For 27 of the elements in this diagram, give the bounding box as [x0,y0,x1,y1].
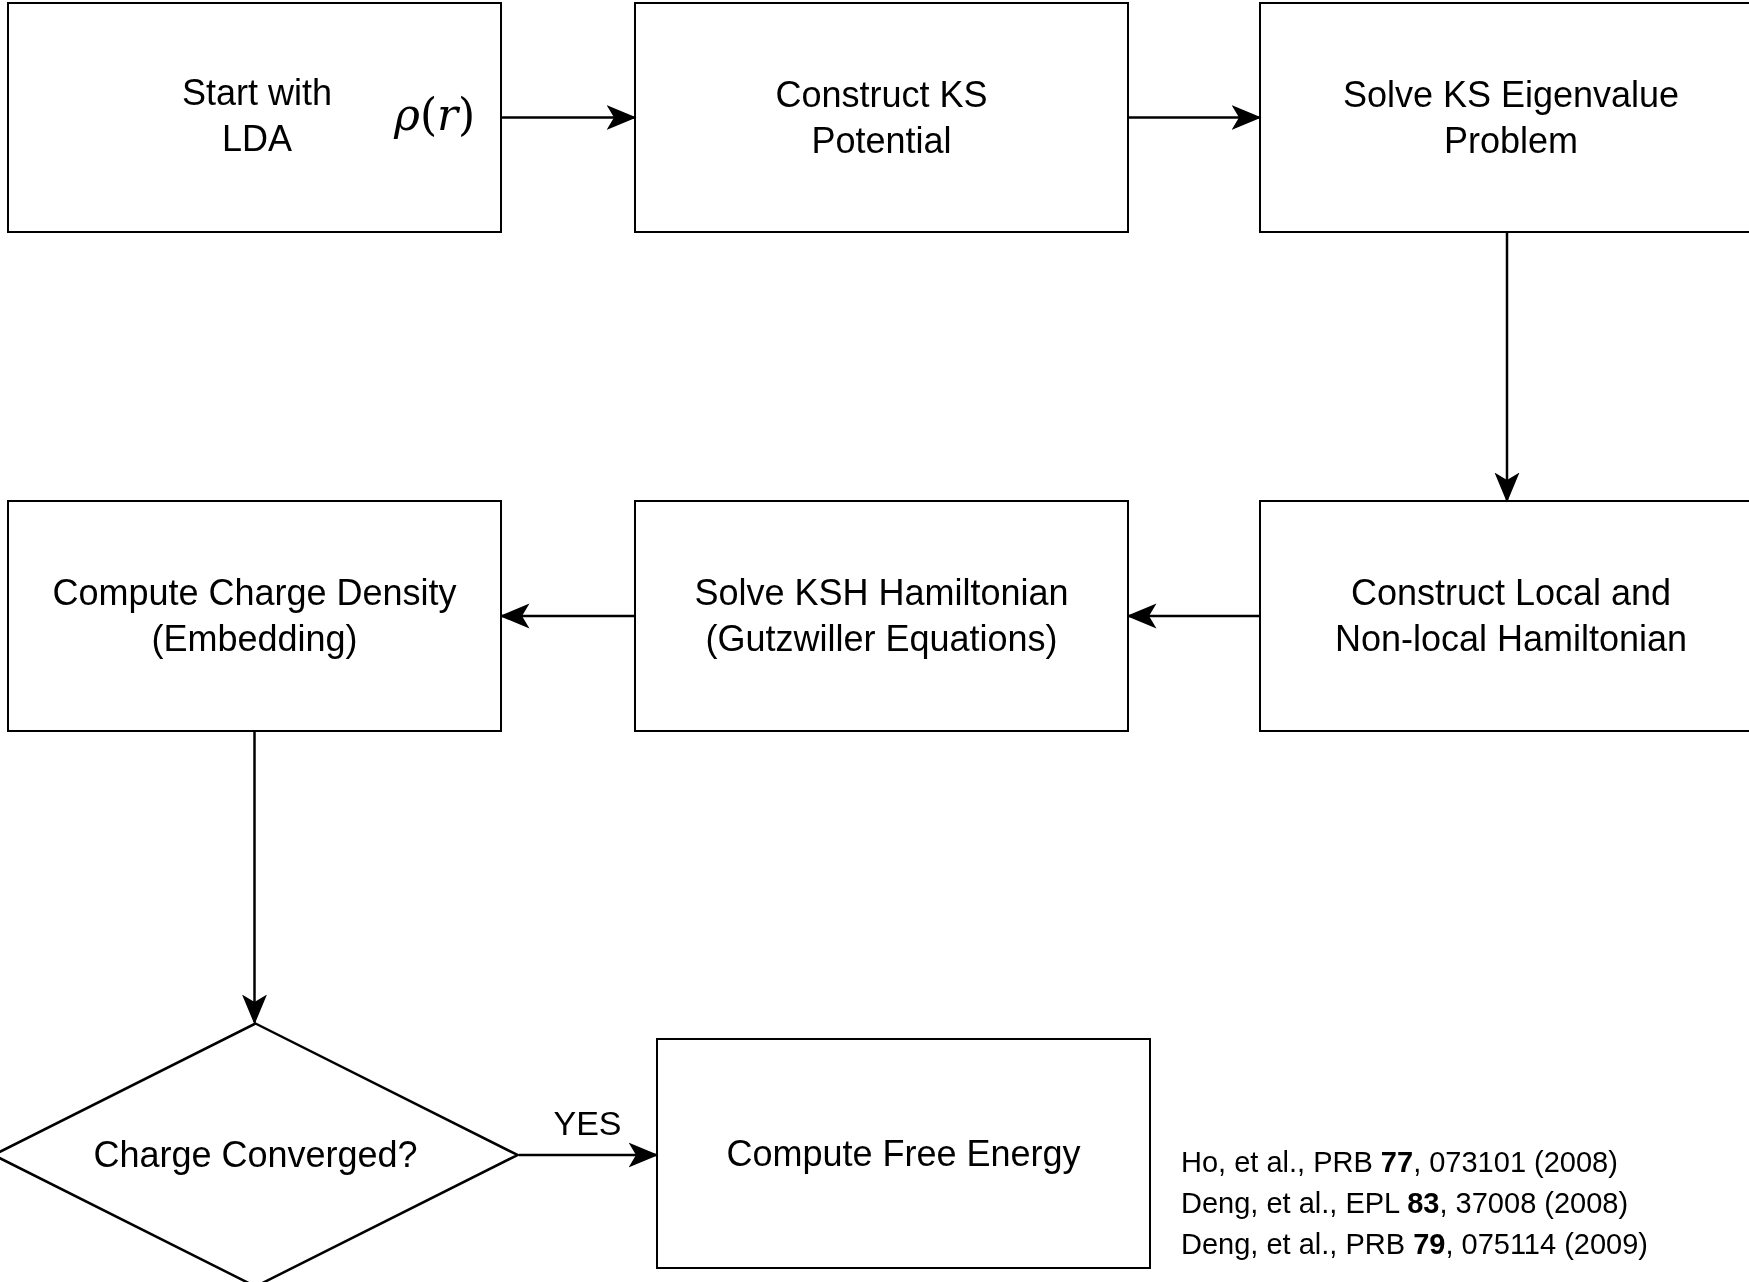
decision-diamond [0,1022,519,1282]
step-text: Construct KS Potential [774,72,989,163]
process-box [634,500,1129,732]
reference-text: Ho, et al., PRB 77, 073101 (2008) [1181,1145,1618,1180]
reference-text: Deng, et al., EPL 83, 37008 (2008) [1181,1186,1629,1221]
process-box [634,2,1129,233]
process-box [7,500,502,732]
process-box [656,1038,1151,1269]
process-box [7,2,502,233]
reference-text: Deng, et al., PRB 79, 075114 (2009) [1181,1227,1648,1262]
step-text: Compute Charge Density (Embedding) [51,571,458,661]
arrow [242,732,267,1025]
step-text: Charge Converged? [92,1133,419,1177]
arrow [502,105,637,130]
arrow [1126,603,1259,629]
arrow [519,1142,659,1168]
arrow [499,603,634,629]
step-text: Solve KS Eigenvalue Problem [1341,72,1681,163]
process-box [1259,500,1749,732]
arrow [1129,105,1262,130]
step-text: Construct Local and Non-local Hamiltonian [1333,571,1689,661]
step-text: Solve KSH Hamiltonian (Gutzwiller Equations) [693,571,1070,661]
formula-text: ρ(r) [394,90,476,140]
process-box [1259,2,1749,233]
arrow [1494,233,1520,503]
step-text: Compute Free Energy [725,1131,1082,1176]
step-text: Start with LDA [180,71,333,161]
